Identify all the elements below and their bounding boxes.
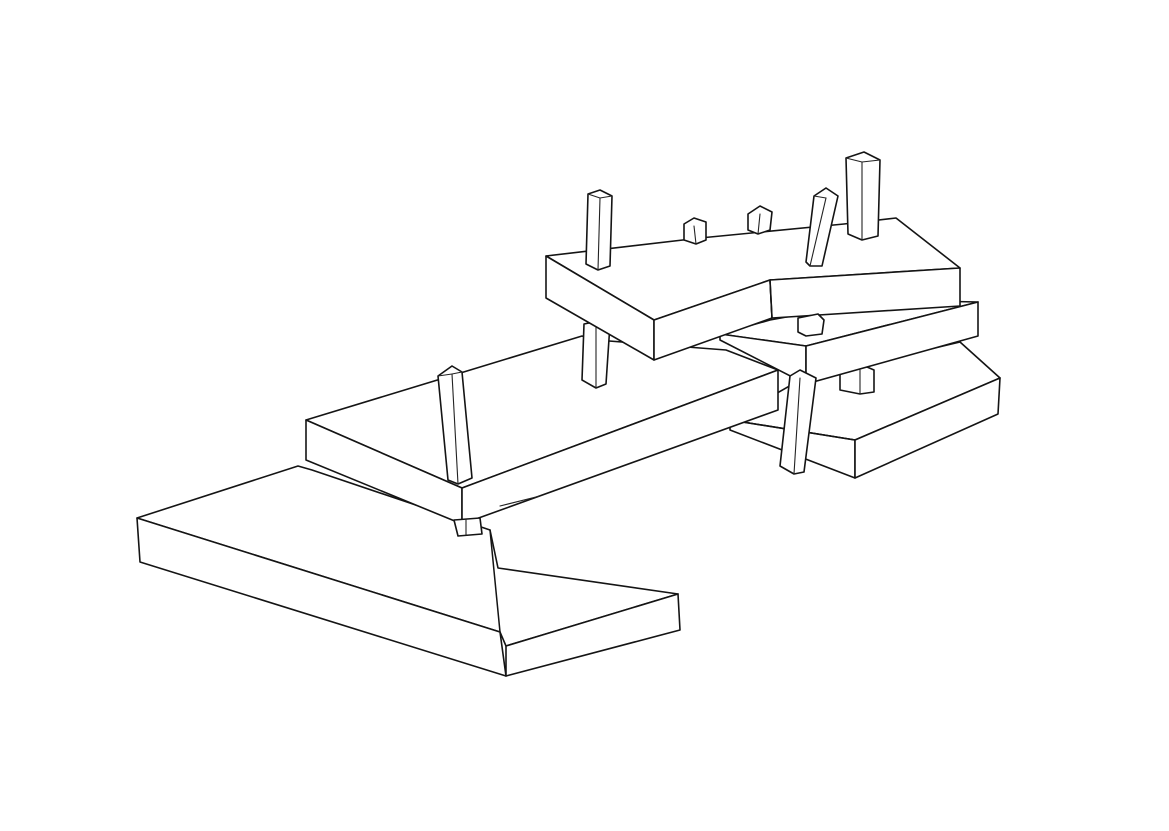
middle-slab: [305, 335, 779, 525]
middle-slab-side-face: [461, 369, 779, 525]
bottom-slab: [136, 465, 681, 677]
bottom-slab-top: [136, 465, 679, 647]
column-left: [437, 365, 473, 485]
bottom-slab-right-face: [505, 593, 681, 677]
column-center-right: [779, 369, 817, 475]
right-middle-slab: [719, 299, 979, 385]
stub-top-1: [683, 217, 707, 245]
column-top-right: [845, 151, 881, 241]
right-middle-slab-side-face: [805, 301, 979, 385]
middle-slab-stub: [453, 517, 483, 537]
short-column-under-top: [797, 313, 825, 337]
top-slab: [545, 217, 961, 361]
column-top-slanted: [805, 187, 839, 267]
stub-top-2: [747, 205, 773, 235]
right-lower-slab-side-face: [854, 377, 1001, 479]
column-top-left: [585, 189, 613, 271]
